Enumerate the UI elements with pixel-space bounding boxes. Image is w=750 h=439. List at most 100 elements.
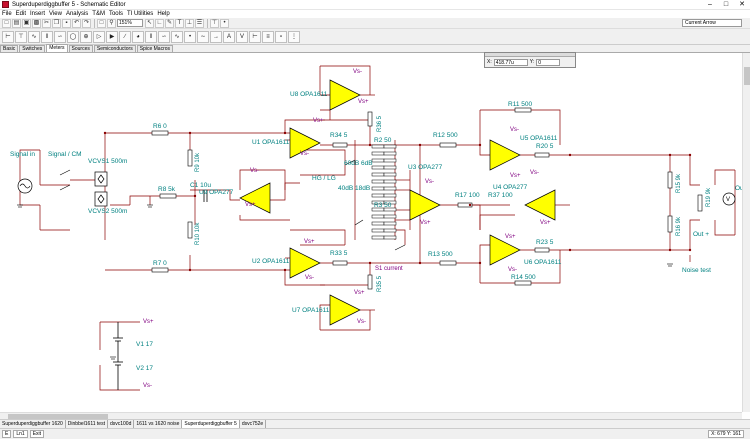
menu-analysis[interactable]: Analysis <box>65 11 89 17</box>
switch-hg-lg[interactable] <box>344 159 356 166</box>
component-combo[interactable]: Current Arrow <box>682 19 742 27</box>
paste-icon[interactable]: ▪ <box>62 18 71 28</box>
vcvs2-source[interactable] <box>94 191 108 207</box>
tab-sources[interactable]: Sources <box>68 45 93 52</box>
menu-insert[interactable]: Insert <box>30 11 46 17</box>
close-button[interactable]: ✕ <box>739 1 745 8</box>
opamp-u7[interactable] <box>329 294 361 326</box>
tab-basic[interactable]: Basic <box>0 45 19 52</box>
open-folder-icon[interactable]: ▤ <box>12 18 21 28</box>
switch-signal-cm[interactable] <box>59 169 71 176</box>
palette-label-icon[interactable]: ⋆ <box>275 30 287 43</box>
switch-s1[interactable] <box>394 244 406 251</box>
resistor-r33[interactable] <box>332 260 348 266</box>
resistor-r23[interactable] <box>534 247 550 253</box>
xy-coordinate-dialog[interactable]: X: 418.77u Y: 0 <box>484 52 576 68</box>
palette-voltmeter-icon[interactable]: V <box>236 30 248 43</box>
doc-tab-active[interactable]: Superduperdiggbuffer 5 <box>182 420 240 428</box>
copy-icon[interactable]: ❐ <box>52 18 61 28</box>
palette-source-icon[interactable]: ∽ <box>158 30 170 43</box>
palette-meter-icon[interactable]: ◕ <box>132 30 144 43</box>
cut-icon[interactable]: ✂ <box>42 18 51 28</box>
text-icon[interactable]: T <box>175 18 184 28</box>
palette-resistor-icon[interactable]: ∿ <box>28 30 40 43</box>
new-file-icon[interactable]: □ <box>2 18 11 28</box>
resistor-r35[interactable] <box>367 274 373 290</box>
redo-icon[interactable]: ↷ <box>82 18 91 28</box>
menu-edit[interactable]: Edit <box>15 11 27 17</box>
resistor-r19[interactable] <box>697 194 703 212</box>
pointer-icon[interactable]: ↖ <box>145 18 154 28</box>
palette-wire-icon[interactable]: ⊢ <box>2 30 14 43</box>
bus-icon[interactable]: ⊥ <box>185 18 194 28</box>
resistor-r36[interactable] <box>367 111 373 127</box>
tab-switches[interactable]: Switches <box>19 45 46 52</box>
vertical-scrollbar[interactable] <box>742 53 750 412</box>
y-value-field[interactable]: 0 <box>536 58 561 66</box>
minimize-button[interactable]: – <box>708 1 712 8</box>
palette-node-icon[interactable]: • <box>184 30 196 43</box>
x-value-field[interactable]: 418.77u <box>493 58 528 66</box>
opamp-u5[interactable] <box>489 139 521 171</box>
palette-voltage-source-icon[interactable]: ◯ <box>67 30 79 43</box>
palette-bus-icon[interactable]: ≡ <box>262 30 274 43</box>
capacitor-c1[interactable] <box>203 190 208 202</box>
palette-transformer-icon[interactable]: ∿ <box>171 30 183 43</box>
resistor-r15[interactable] <box>667 171 673 189</box>
opamp-u1[interactable] <box>289 127 321 159</box>
zoom-select[interactable]: 151% <box>117 19 143 27</box>
opamp-u6[interactable] <box>489 234 521 266</box>
undo-icon[interactable]: ↶ <box>72 18 81 28</box>
resistor-r20[interactable] <box>534 152 550 158</box>
palette-probe-icon[interactable]: → <box>210 30 222 43</box>
resistor-r14[interactable] <box>514 280 532 286</box>
resistor-r7[interactable] <box>151 267 169 273</box>
resistor-r16[interactable] <box>667 215 673 233</box>
junction-icon[interactable]: • <box>220 18 229 28</box>
palette-ground-icon[interactable]: ⊤ <box>15 30 27 43</box>
tab-meters[interactable]: Meters <box>46 44 68 52</box>
resistor-r8[interactable] <box>159 193 177 199</box>
palette-more-icon[interactable]: ⋮ <box>288 30 300 43</box>
ground-icon[interactable]: ⊤ <box>210 18 219 28</box>
resistor-r6[interactable] <box>151 130 169 136</box>
resistor-r11[interactable] <box>514 107 532 113</box>
horizontal-scroll-thumb[interactable] <box>8 414 108 419</box>
resistor-r9[interactable] <box>187 149 193 167</box>
resistor-r34[interactable] <box>332 142 348 148</box>
opamp-u9[interactable] <box>239 182 271 214</box>
opamp-u3[interactable] <box>409 189 441 221</box>
palette-battery-icon[interactable]: ‖ <box>145 30 157 43</box>
zoom-icon[interactable]: ⚲ <box>107 18 116 28</box>
resistor-r13[interactable] <box>439 260 457 266</box>
palette-opamp-icon[interactable]: ▷ <box>93 30 105 43</box>
palette-diode-icon[interactable]: ▶ <box>106 30 118 43</box>
opamp-u4[interactable] <box>524 189 556 221</box>
menu-help[interactable]: Help <box>157 11 170 17</box>
resistor-r12[interactable] <box>439 142 457 148</box>
menu-tools[interactable]: Tools <box>108 11 123 17</box>
horizontal-scrollbar[interactable] <box>0 412 742 419</box>
menu-view[interactable]: View <box>49 11 62 17</box>
zoom-area-icon[interactable]: □ <box>97 18 106 28</box>
menu-tm[interactable]: T&M <box>92 11 105 17</box>
tab-spice-macros[interactable]: Spice Macros <box>136 45 174 52</box>
opamp-u8[interactable] <box>329 79 361 111</box>
doc-tab-dsvc100d[interactable]: dsvc100d <box>108 420 135 428</box>
doc-tab-noise[interactable]: 1611 vs 1620 noise <box>134 420 183 428</box>
voltmeter-vm1[interactable] <box>722 192 736 206</box>
resistor-r17[interactable] <box>457 202 473 208</box>
resistor-r10[interactable] <box>187 221 193 239</box>
palette-capacitor-icon[interactable]: ‖ <box>41 30 53 43</box>
palette-switch-icon[interactable]: ∕ <box>119 30 131 43</box>
status-exit[interactable]: Exit <box>29 430 45 438</box>
pen-icon[interactable]: ✎ <box>165 18 174 28</box>
vertical-scroll-thumb[interactable] <box>744 67 750 85</box>
schematic-canvas[interactable]: V Signal in <box>0 53 742 412</box>
print-icon[interactable]: ▩ <box>32 18 41 28</box>
doc-tab-1620[interactable]: Superduperdiggbuffer 1620 <box>0 420 66 428</box>
schematic-drawing[interactable]: V Signal in <box>0 53 742 412</box>
menu-file[interactable]: File <box>2 11 12 17</box>
dialog-titlebar[interactable] <box>485 53 575 57</box>
vcvs1-source[interactable] <box>94 171 108 187</box>
